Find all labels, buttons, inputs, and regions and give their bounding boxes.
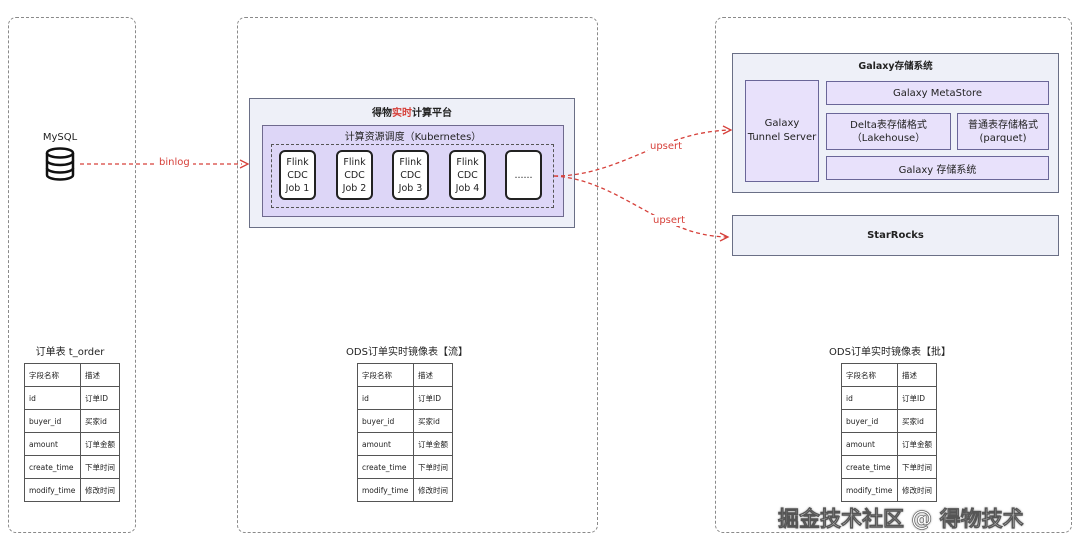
table-header-row: 字段名称描述 (357, 363, 453, 387)
field-desc-cell: 下单时间 (897, 455, 937, 479)
field-desc-cell: 订单ID (897, 386, 937, 410)
table-header-row: 字段名称描述 (841, 363, 937, 387)
platform-title-suffix: 计算平台 (412, 107, 452, 119)
flink-cdc-job-1: Flink CDC Job 1 (279, 150, 316, 200)
field-desc-cell: 描述 (413, 363, 453, 387)
field-desc-cell: 订单金额 (413, 432, 453, 456)
storage-panel (715, 17, 1072, 533)
field-desc-cell: 描述 (897, 363, 937, 387)
upsert-edges (553, 125, 733, 242)
binlog-label: binlog (156, 157, 193, 168)
field-name-cell: buyer_id (357, 409, 414, 433)
field-desc-cell: 修改时间 (80, 478, 120, 502)
field-desc-cell: 描述 (80, 363, 120, 387)
left-table-title: 订单表 t_order (35, 346, 105, 358)
field-name-cell: amount (841, 432, 898, 456)
table-header-row: 字段名称描述 (24, 363, 120, 387)
field-name-cell: 字段名称 (841, 363, 898, 387)
field-name-cell: id (357, 386, 414, 410)
starrocks-box: StarRocks (732, 215, 1059, 256)
platform-title-prefix: 得物 (372, 107, 392, 119)
flink-cdc-job-4: Flink CDC Job 4 (449, 150, 486, 200)
field-name-cell: buyer_id (24, 409, 81, 433)
metastore-box: Galaxy MetaStore (826, 81, 1049, 105)
field-name-cell: 字段名称 (24, 363, 81, 387)
field-name-cell: modify_time (357, 478, 414, 502)
watermark: 掘金技术社区 @ 得物技术 (778, 507, 1024, 532)
field-desc-cell: 订单金额 (897, 432, 937, 456)
upsert-label-bottom: upsert (651, 215, 688, 226)
field-name-cell: id (24, 386, 81, 410)
source-panel (8, 17, 136, 533)
field-name-cell: create_time (357, 455, 414, 479)
field-desc-cell: 订单金额 (80, 432, 120, 456)
field-name-cell: amount (24, 432, 81, 456)
database-icon (45, 147, 75, 181)
field-name-cell: buyer_id (841, 409, 898, 433)
field-name-cell: 字段名称 (357, 363, 414, 387)
galaxy-title: Galaxy存储系统 (858, 61, 933, 72)
field-desc-cell: 下单时间 (80, 455, 120, 479)
platform-title-highlight: 实时 (392, 107, 412, 119)
tunnel-server-box: Galaxy Tunnel Server (745, 80, 819, 182)
more-jobs: ...... (505, 150, 542, 200)
field-name-cell: id (841, 386, 898, 410)
field-name-cell: create_time (24, 455, 81, 479)
right-table-title: ODS订单实时镜像表【批】 (829, 346, 951, 358)
field-name-cell: amount (357, 432, 414, 456)
upsert-label-top: upsert (648, 141, 685, 152)
field-desc-cell: 修改时间 (413, 478, 453, 502)
compute-panel (237, 17, 598, 533)
field-desc-cell: 买家id (80, 409, 120, 433)
normal-format-box: 普通表存储格式 (parquet) (957, 113, 1049, 150)
field-name-cell: modify_time (24, 478, 81, 502)
scheduler-title: 计算资源调度（Kubernetes） (344, 131, 482, 143)
field-desc-cell: 买家id (413, 409, 453, 433)
flink-cdc-job-2: Flink CDC Job 2 (336, 150, 373, 200)
platform-title: 得物实时计算平台 (249, 103, 575, 119)
field-name-cell: create_time (841, 455, 898, 479)
middle-table-title: ODS订单实时镜像表【流】 (346, 346, 468, 358)
delta-format-box: Delta表存储格式 （Lakehouse） (826, 113, 951, 150)
field-desc-cell: 订单ID (413, 386, 453, 410)
mysql-label: MySQL (42, 131, 78, 143)
field-name-cell: modify_time (841, 478, 898, 502)
flink-cdc-job-3: Flink CDC Job 3 (392, 150, 429, 200)
field-desc-cell: 买家id (897, 409, 937, 433)
field-desc-cell: 订单ID (80, 386, 120, 410)
galaxy-storage-system-box: Galaxy 存储系统 (826, 156, 1049, 180)
field-desc-cell: 修改时间 (897, 478, 937, 502)
field-desc-cell: 下单时间 (413, 455, 453, 479)
jobs-group (271, 144, 554, 208)
